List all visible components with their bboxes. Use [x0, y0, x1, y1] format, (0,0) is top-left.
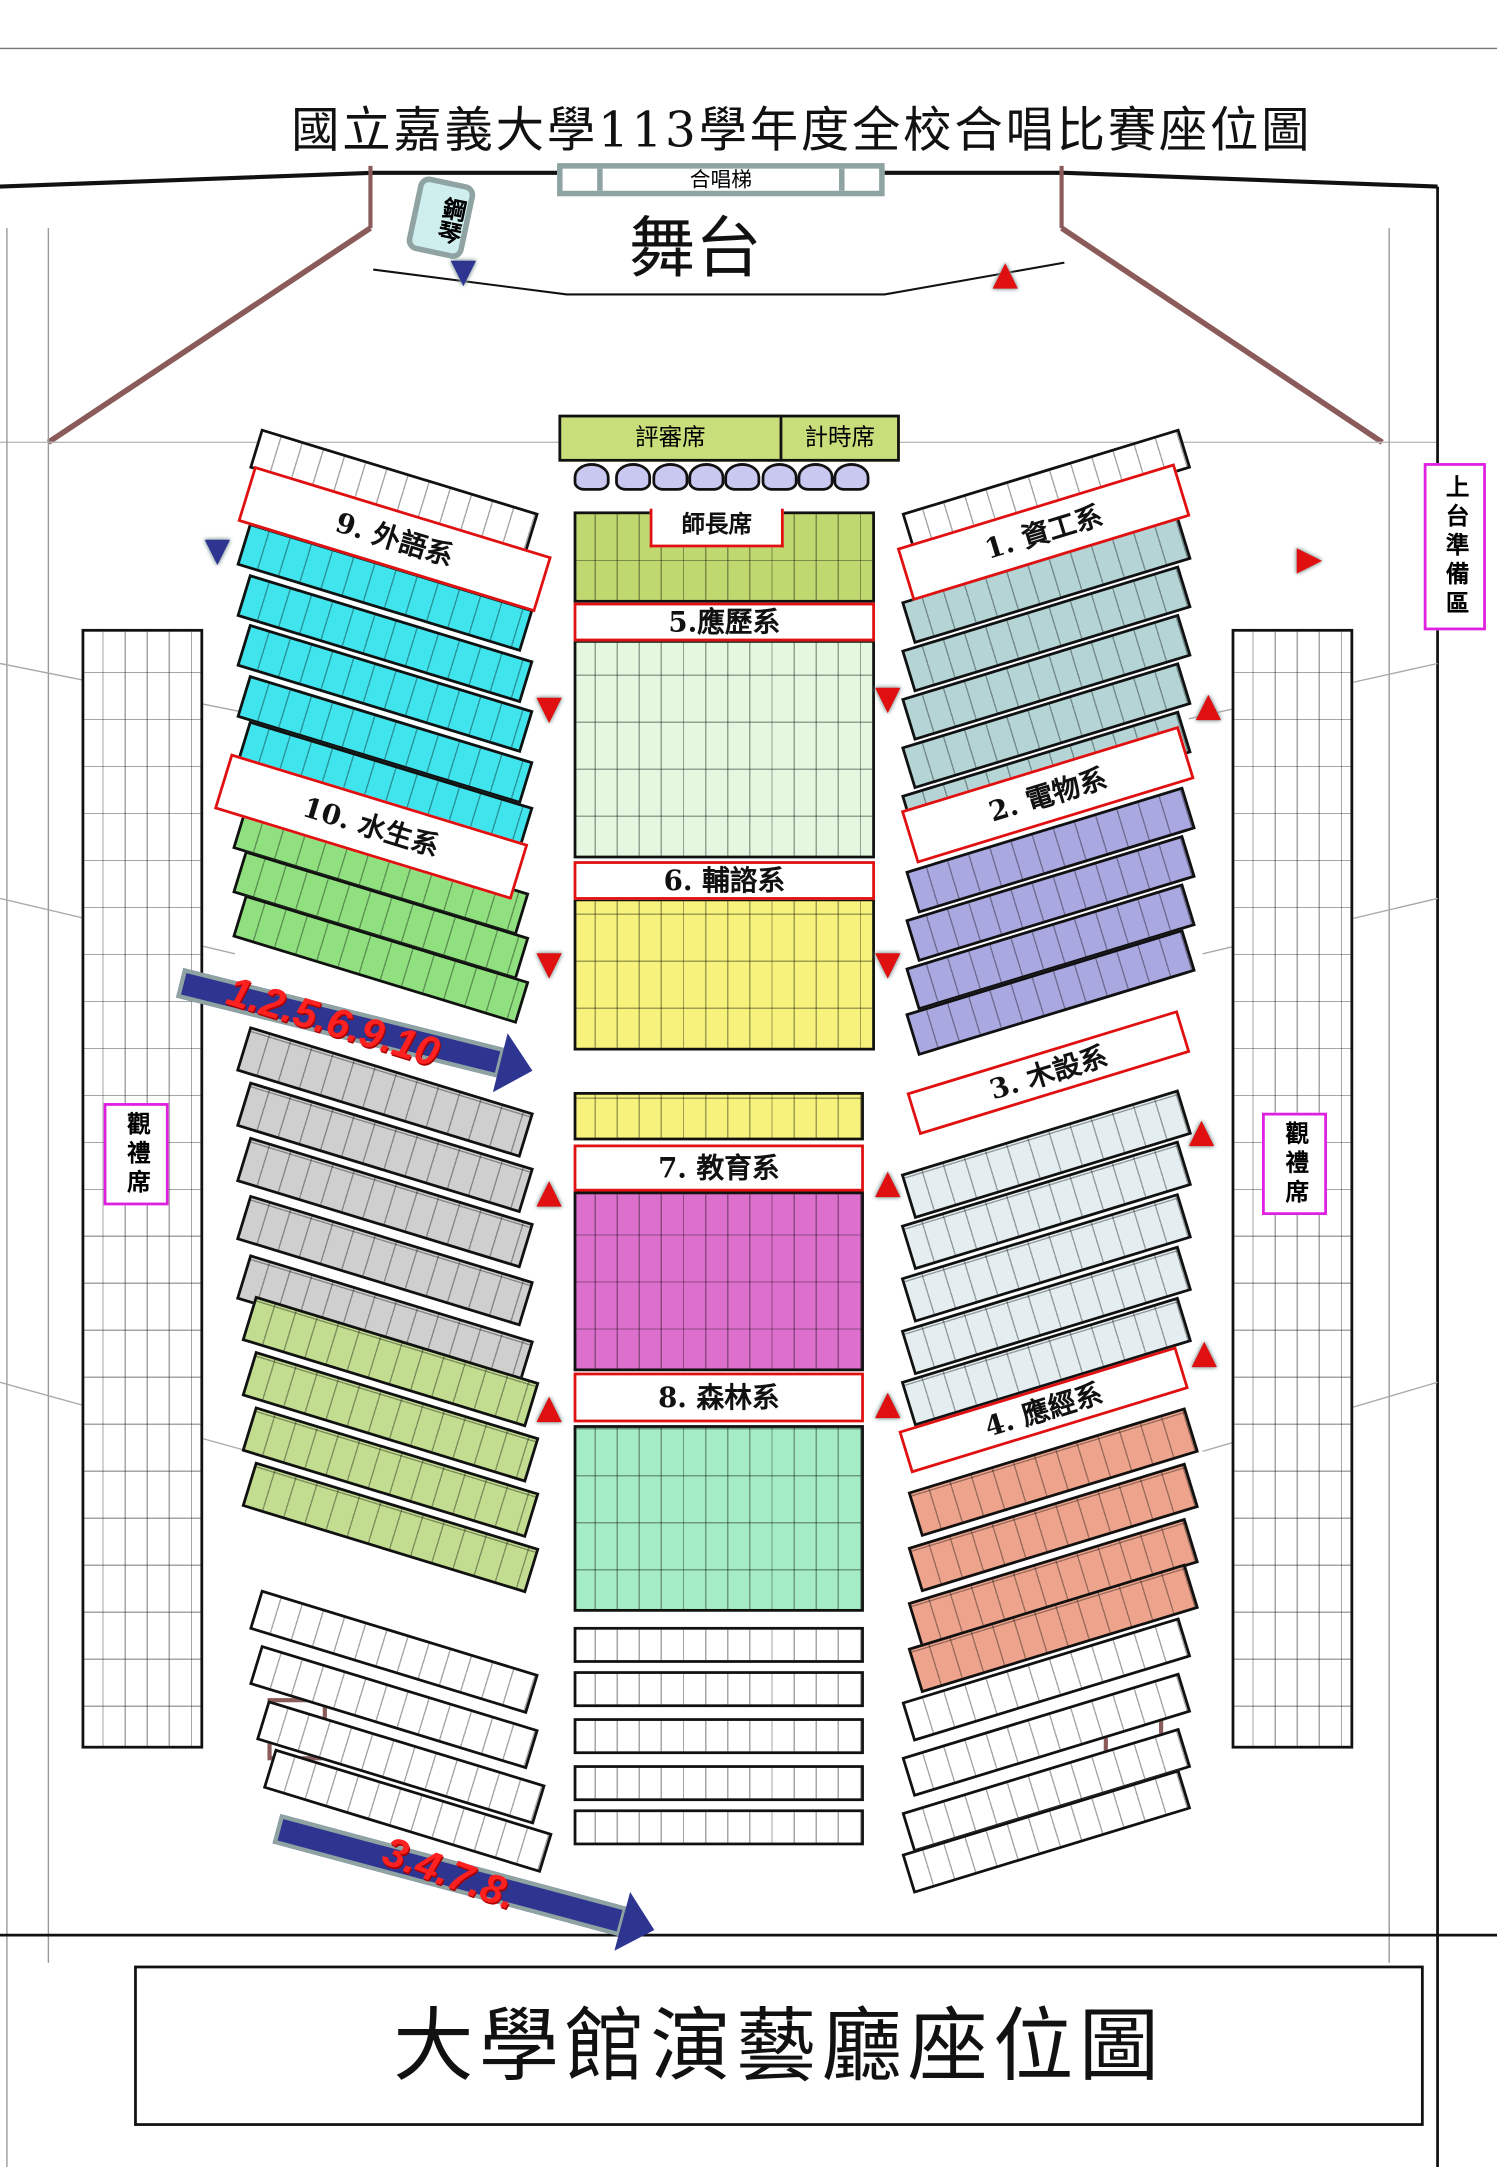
seat-row-unassigned — [573, 1626, 864, 1663]
page-title: 國立嘉義大學113學年度全校合唱比賽座位圖 — [291, 103, 1313, 159]
footer-title: 大學館演藝廳座位圖 — [134, 1965, 1424, 2126]
blue-direction-arrow-icon: ▼ — [450, 251, 477, 291]
red-direction-arrow-icon: ▼ — [536, 944, 562, 983]
dept-label-7: 7. 教育系 — [573, 1144, 864, 1192]
seat-row-unassigned — [573, 1718, 864, 1755]
red-direction-arrow-icon: ▲ — [992, 254, 1018, 294]
red-direction-arrow-icon: ▲ — [536, 1387, 562, 1427]
backstage-prep-zone: 上台準備區 — [1423, 463, 1486, 631]
seat-block-dept-6 — [573, 898, 875, 1051]
choir-risers: 合唱梯 — [557, 163, 885, 197]
audience-zone-left: 觀禮席 — [103, 1103, 169, 1206]
red-direction-arrow-icon: ▼ — [874, 678, 901, 718]
seat-block-vip — [573, 511, 875, 603]
stage-label: 舞台 — [628, 210, 762, 288]
red-direction-arrow-icon: ▲ — [536, 1172, 562, 1211]
vip-seats-label: 師長席 — [649, 508, 784, 548]
dept-label-5: 5.應歷系 — [573, 602, 875, 642]
red-direction-arrow-icon: ▲ — [1195, 685, 1222, 725]
seat-block-dept-8 — [573, 1424, 864, 1612]
red-direction-arrow-icon: ▼ — [536, 688, 562, 728]
seat-row-unassigned — [573, 1765, 864, 1802]
red-direction-arrow-icon: ▲ — [874, 1383, 901, 1423]
blue-direction-arrow-icon: ▼ — [204, 530, 231, 570]
seat-block-dept-7 — [573, 1191, 864, 1372]
judge-chair — [761, 463, 798, 491]
judge-table: 評審席 — [558, 414, 783, 462]
red-direction-arrow-icon: ▲ — [1188, 1111, 1215, 1151]
judge-chair — [652, 463, 689, 491]
judge-chair — [797, 463, 834, 491]
seat-row-unassigned — [573, 1809, 864, 1846]
seat-block-dept-6-extra — [573, 1091, 864, 1140]
judge-chair — [724, 463, 761, 491]
red-direction-arrow-icon: ▶ — [1296, 539, 1323, 578]
dept-label-8: 8. 森林系 — [573, 1372, 864, 1423]
timer-table: 計時席 — [779, 414, 900, 462]
seat-row-unassigned — [573, 1671, 864, 1708]
red-direction-arrow-icon: ▼ — [874, 944, 901, 983]
judge-chair — [573, 463, 610, 491]
judge-chair — [688, 463, 725, 491]
judge-chair — [833, 463, 870, 491]
dept-label-6: 6. 輔諮系 — [573, 861, 875, 900]
audience-zone-right: 觀禮席 — [1262, 1112, 1327, 1216]
judge-chair — [615, 463, 652, 491]
red-direction-arrow-icon: ▲ — [874, 1162, 901, 1202]
red-direction-arrow-icon: ▲ — [1191, 1332, 1218, 1372]
seat-block-dept-5 — [573, 639, 875, 859]
